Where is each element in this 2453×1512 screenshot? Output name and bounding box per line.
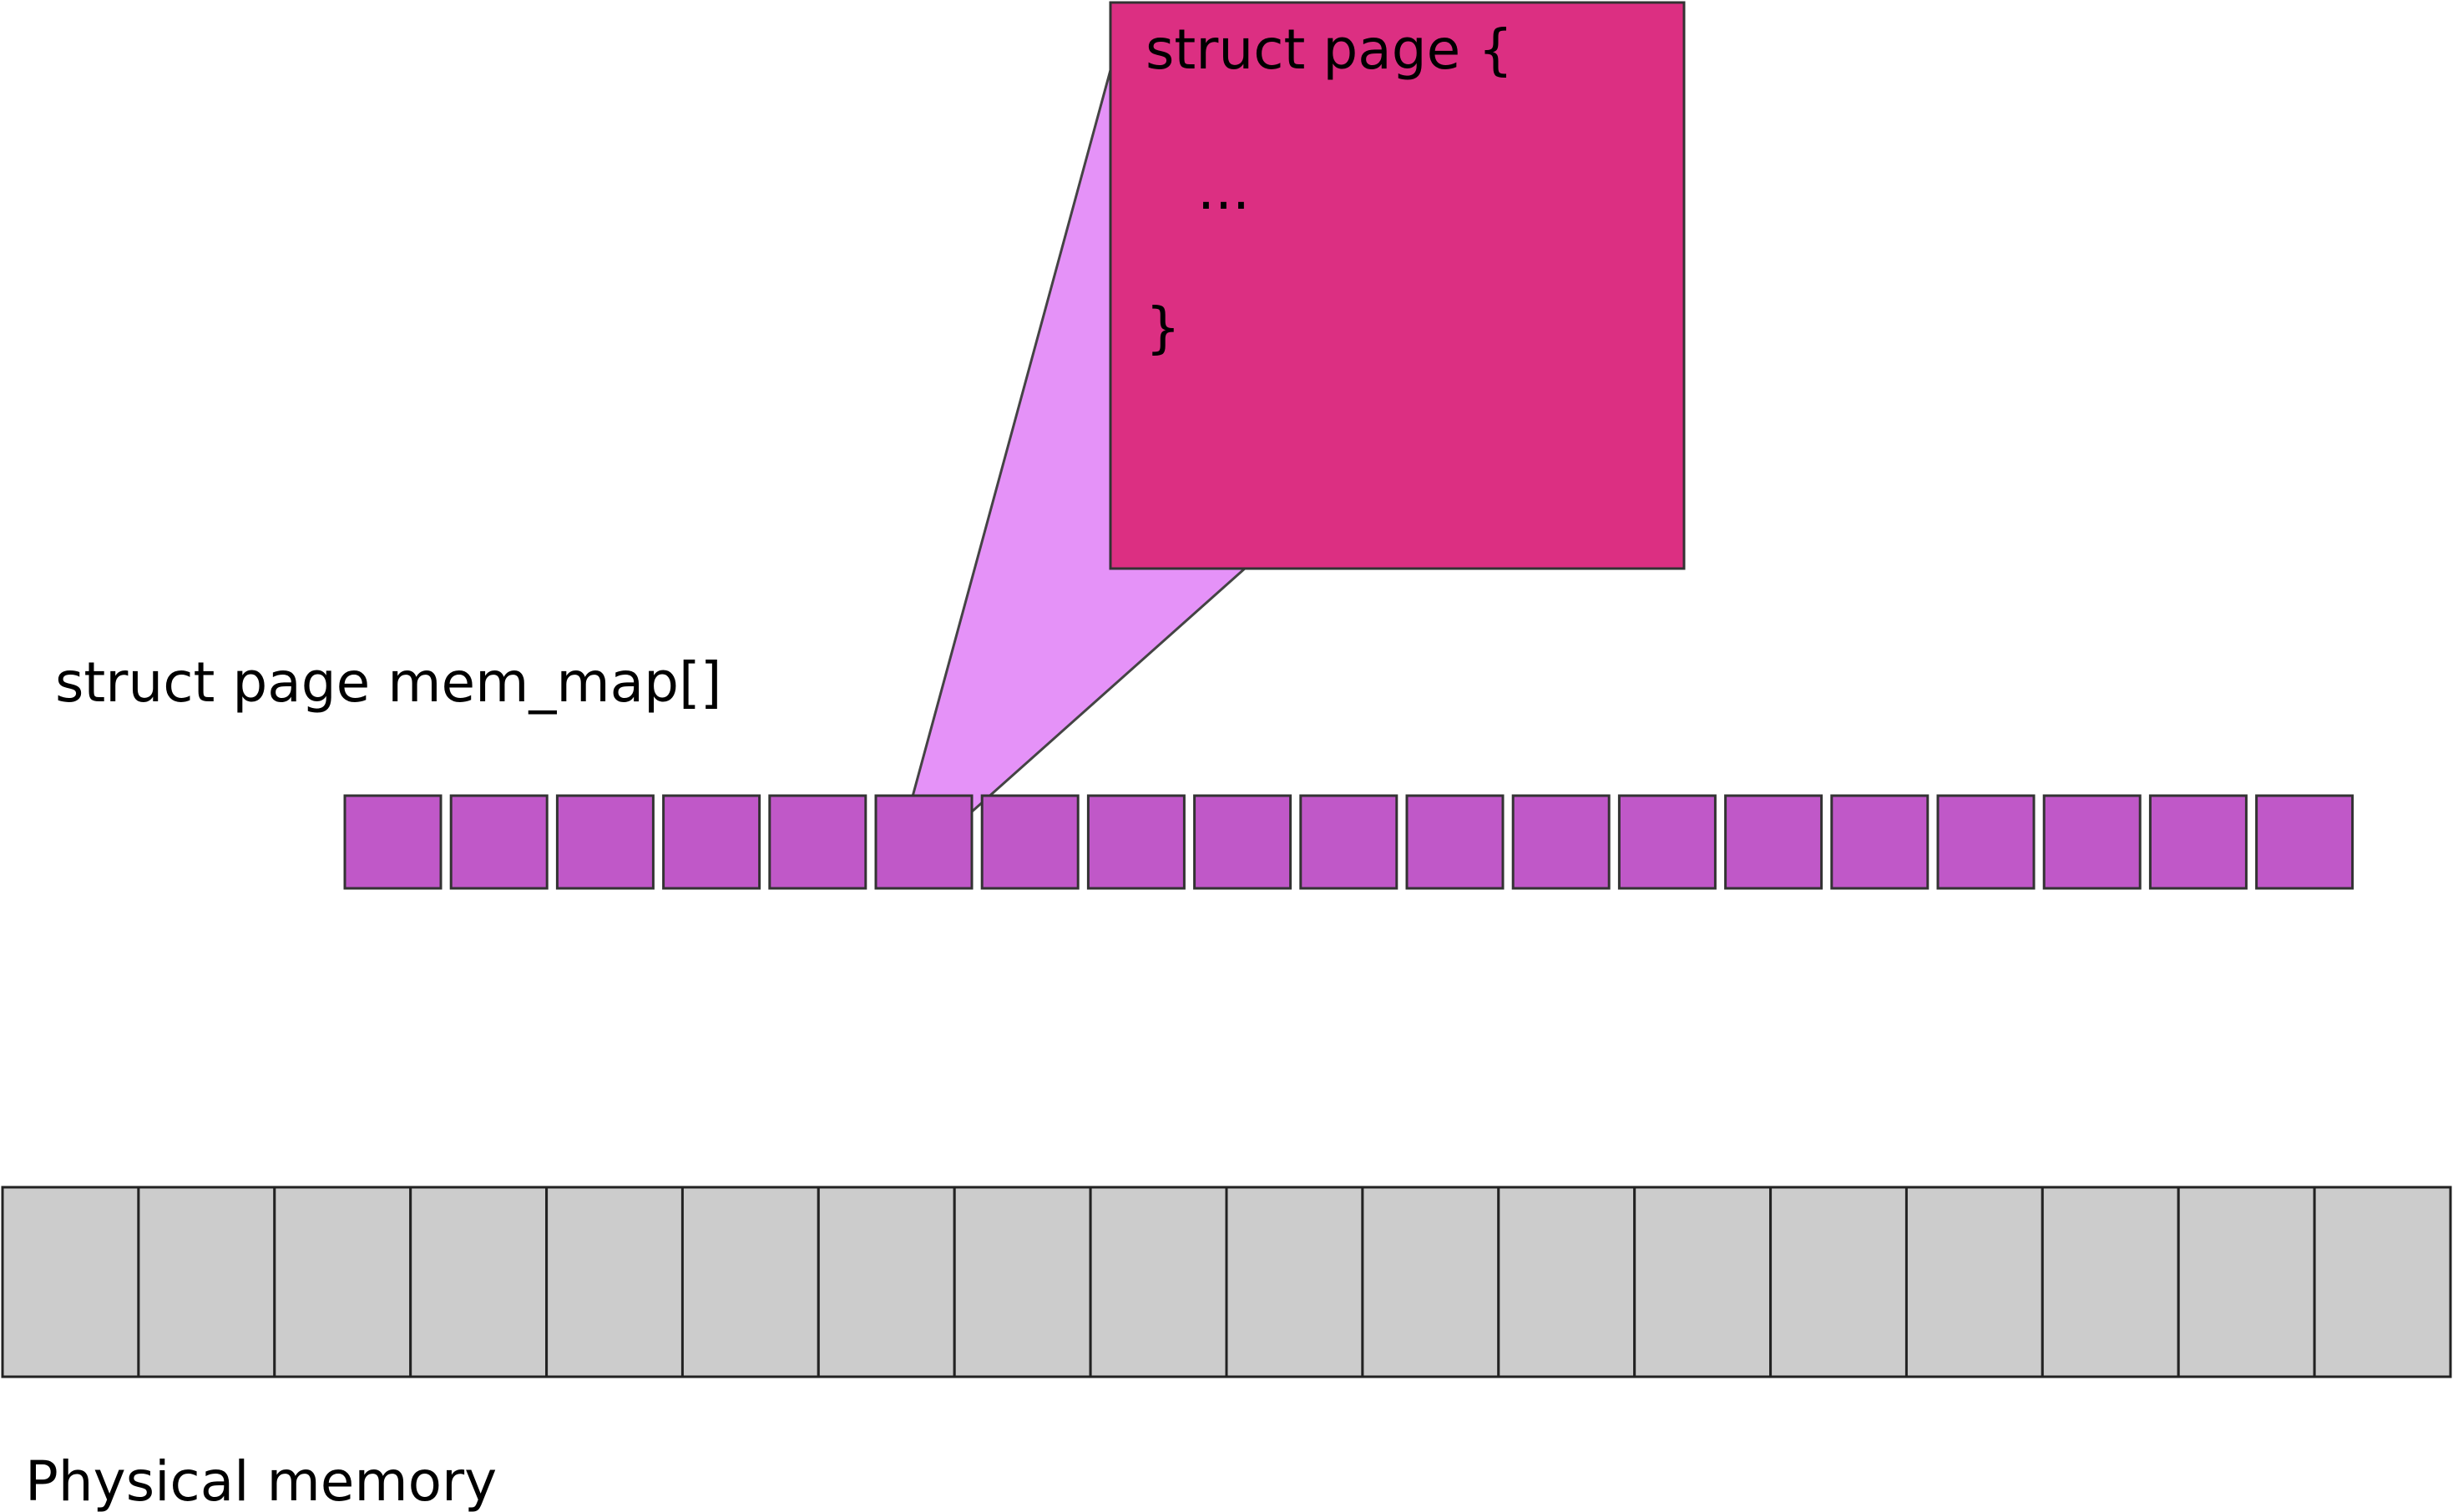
- physical-memory-cell: [680, 1186, 820, 1378]
- mem-map-cell: [555, 794, 655, 890]
- mem-map-cell-highlighted: [874, 794, 974, 890]
- mem-map-cell: [1724, 794, 1823, 890]
- struct-page-close-line: }: [1146, 296, 1181, 360]
- physical-memory-cell: [1225, 1186, 1364, 1378]
- mem-map-cell: [2148, 794, 2248, 890]
- mem-map-cell: [768, 794, 867, 890]
- physical-memory-cell: [1, 1186, 140, 1378]
- mem-map-cell: [2255, 794, 2354, 890]
- mem-map-cell: [1086, 794, 1186, 890]
- mem-map-label: struct page mem_map[]: [55, 650, 722, 715]
- mem-map-cell: [2042, 794, 2142, 890]
- mem-map-cell: [343, 794, 443, 890]
- physical-memory-cell: [545, 1186, 684, 1378]
- physical-memory-cell: [1361, 1186, 1500, 1378]
- physical-memory-label: Physical memory: [25, 1449, 497, 1512]
- physical-memory-cell: [2041, 1186, 2180, 1378]
- physical-memory-cell: [1633, 1186, 1773, 1378]
- mem-map-cell: [1193, 794, 1292, 890]
- mem-map-cell: [449, 794, 549, 890]
- struct-page-box: struct page { ... }: [1109, 1, 1686, 570]
- physical-memory-cell: [2177, 1186, 2316, 1378]
- physical-memory-cell: [409, 1186, 549, 1378]
- physical-memory-cell: [953, 1186, 1092, 1378]
- mem-map-cell: [1830, 794, 1930, 890]
- struct-page-open-line: struct page {: [1146, 18, 1513, 82]
- struct-page-ellipsis-line: ...: [1197, 158, 1250, 222]
- mem-map-cell: [1299, 794, 1398, 890]
- mem-map-cell: [1405, 794, 1505, 890]
- physical-memory-cell: [273, 1186, 412, 1378]
- physical-memory-cell: [1769, 1186, 1909, 1378]
- mem-map-cell: [1936, 794, 2036, 890]
- physical-memory-cell: [1089, 1186, 1228, 1378]
- physical-memory-cell: [1904, 1186, 2044, 1378]
- mem-map-cell: [980, 794, 1080, 890]
- mem-map-cell: [1511, 794, 1611, 890]
- mem-map-cell: [1617, 794, 1717, 890]
- physical-memory-cell: [2313, 1186, 2452, 1378]
- physical-memory-array: [1, 1186, 2452, 1378]
- mem-map-array: [343, 794, 2354, 890]
- physical-memory-cell: [137, 1186, 276, 1378]
- physical-memory-cell: [817, 1186, 956, 1378]
- mem-map-cell: [662, 794, 761, 890]
- struct-page-box-rect: [1109, 1, 1686, 570]
- physical-memory-cell: [1497, 1186, 1636, 1378]
